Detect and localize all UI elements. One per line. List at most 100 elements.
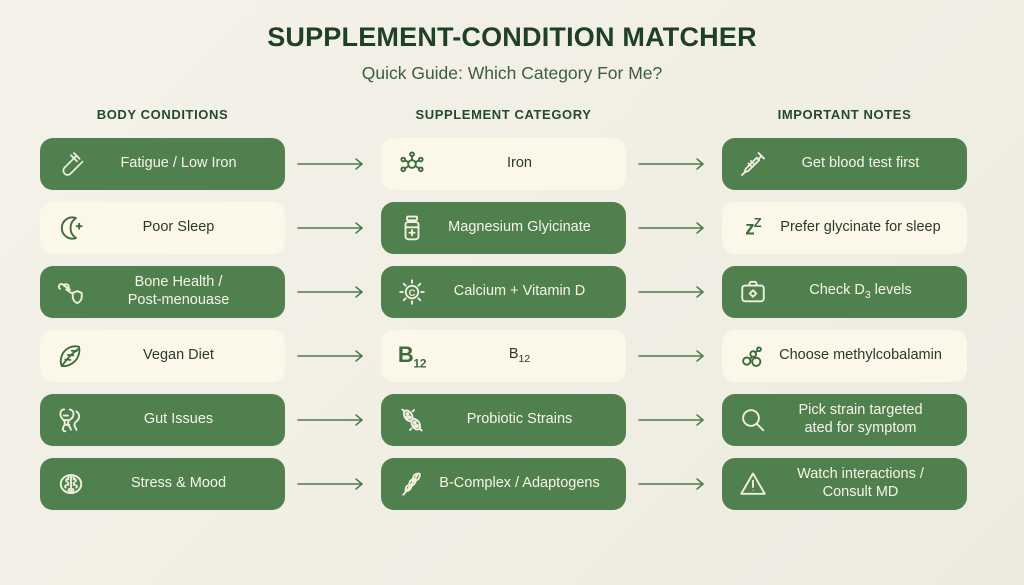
supplement-icon-wrap: B12 — [395, 339, 429, 373]
note-card[interactable]: Check D3 levels — [722, 266, 967, 318]
supplement-label: Iron — [507, 155, 532, 172]
condition-label: Gut Issues — [143, 411, 214, 428]
sleep-zz-icon: zZ — [745, 215, 761, 240]
note-icon-wrap — [736, 339, 770, 373]
note-icon-wrap: zZ — [736, 211, 770, 245]
note-icon-wrap — [736, 275, 770, 309]
column-header-body-conditions: BODY CONDITIONS — [96, 107, 229, 122]
bacteria-icon — [397, 405, 427, 435]
bone-shield-icon — [56, 277, 86, 307]
supplement-card[interactable]: B-Complex / Adaptogens — [381, 458, 626, 510]
brain-icon — [56, 469, 86, 499]
flow-arrow-left — [285, 282, 381, 302]
note-label: Check D3 levels — [809, 281, 912, 301]
flow-arrow-left — [285, 218, 381, 238]
flow-arrow-left — [285, 410, 381, 430]
molecule-icon — [397, 149, 427, 179]
svg-text:C: C — [409, 288, 416, 299]
supplement-icon-wrap — [395, 467, 429, 501]
flow-arrow-right — [626, 474, 722, 494]
condition-icon-wrap — [54, 467, 88, 501]
supplement-icon-wrap — [395, 147, 429, 181]
supplement-label: B-Complex / Adaptogens — [439, 475, 600, 492]
medical-kit-icon — [738, 277, 768, 307]
note-label: Watch interactions /Consult MD — [797, 466, 924, 500]
table-row: Bone Health /Post-menouase C Calcium + Vit… — [40, 266, 984, 318]
supplement-icon-wrap — [395, 403, 429, 437]
note-card[interactable]: Watch interactions /Consult MD — [722, 458, 967, 510]
note-label: Prefer glycinate for sleep — [780, 219, 941, 236]
condition-card[interactable]: Poor Sleep — [40, 202, 285, 254]
note-icon-wrap — [736, 403, 770, 437]
flow-arrow-left — [285, 474, 381, 494]
supplement-card[interactable]: Magnesium Glyicinate — [381, 202, 626, 254]
supplement-label: Calcium + Vitamin D — [453, 283, 586, 300]
syringe-icon — [738, 149, 768, 179]
supplement-label: Probiotic Strains — [466, 411, 573, 428]
supplement-bottle-icon — [397, 213, 427, 243]
magnifier-icon — [738, 405, 768, 435]
condition-icon-wrap — [54, 147, 88, 181]
condition-icon-wrap — [54, 339, 88, 373]
condition-label: Stress & Mood — [130, 475, 227, 492]
condition-card[interactable]: Bone Health /Post-menouase — [40, 266, 285, 318]
condition-card[interactable]: Fatigue / Low Iron — [40, 138, 285, 190]
note-card[interactable]: Choose methylcobalamin — [722, 330, 967, 382]
supplement-card[interactable]: Iron — [381, 138, 626, 190]
condition-card[interactable]: Stress & Mood — [40, 458, 285, 510]
note-card[interactable]: zZ Prefer glycinate for sleep — [722, 202, 967, 254]
moon-icon — [56, 213, 86, 243]
condition-card[interactable]: Gut Issues — [40, 394, 285, 446]
warning-triangle-icon — [738, 469, 768, 499]
spacer-b — [626, 107, 722, 122]
flow-arrow-left — [285, 154, 381, 174]
flow-arrow-left — [285, 346, 381, 366]
table-row: Fatigue / Low Iron Iron Get blood test fir… — [40, 138, 984, 190]
column-header-important-notes: IMPORTANT NOTES — [777, 107, 912, 122]
flow-arrow-right — [626, 218, 722, 238]
table-row: Poor Sleep Magnesium Glyicinate zZ Prefer g… — [40, 202, 984, 254]
supplement-icon-wrap — [395, 211, 429, 245]
sun-vitamin-icon: C — [397, 277, 427, 307]
note-label: Choose methylcobalamin — [779, 347, 942, 364]
condition-label: Vegan Diet — [143, 347, 214, 364]
note-icon-wrap — [736, 147, 770, 181]
table-row: Vegan Diet B12 B12 Choose methylcobalamin — [40, 330, 984, 382]
b12-text-icon: B12 — [397, 341, 427, 371]
condition-label: Bone Health /Post-menouase — [127, 274, 230, 308]
spacer-a — [285, 107, 381, 122]
supplement-card[interactable]: B12 B12 — [381, 330, 626, 382]
molecule-cluster-icon — [738, 341, 768, 371]
supplement-card[interactable]: C Calcium + Vitamin D — [381, 266, 626, 318]
condition-icon-wrap — [54, 275, 88, 309]
condition-label: Fatigue / Low Iron — [120, 155, 237, 172]
table-row: Stress & Mood B-Complex / Adaptogens Watch… — [40, 458, 984, 510]
condition-label: Poor Sleep — [142, 219, 215, 236]
column-headers: BODY CONDITIONS SUPPLEMENT CATEGORY IMPO… — [0, 107, 1024, 122]
flow-arrow-right — [626, 282, 722, 302]
flow-arrow-right — [626, 154, 722, 174]
flow-arrow-right — [626, 346, 722, 366]
note-label: Get blood test first — [801, 155, 920, 172]
page-subtitle: Quick Guide: Which Category For Me? — [361, 63, 663, 83]
herb-sprig-icon — [397, 469, 427, 499]
condition-card[interactable]: Vegan Diet — [40, 330, 285, 382]
intestine-icon — [56, 405, 86, 435]
condition-icon-wrap — [54, 211, 88, 245]
flow-arrow-right — [626, 410, 722, 430]
note-icon-wrap — [736, 467, 770, 501]
supplement-label: Magnesium Glyicinate — [448, 219, 591, 236]
note-card[interactable]: Get blood test first — [722, 138, 967, 190]
mapping-rows: Fatigue / Low Iron Iron Get blood test fir… — [0, 138, 1024, 510]
page-title: SUPPLEMENT-CONDITION MATCHER — [267, 22, 757, 52]
test-tube-icon — [56, 149, 86, 179]
column-header-supplement-category: SUPPLEMENT CATEGORY — [415, 107, 592, 122]
supplement-label: B12 — [508, 345, 531, 365]
supplement-icon-wrap: C — [395, 275, 429, 309]
header: SUPPLEMENT-CONDITION MATCHER Quick Guide… — [0, 0, 1024, 84]
supplement-card[interactable]: Probiotic Strains — [381, 394, 626, 446]
condition-icon-wrap — [54, 403, 88, 437]
